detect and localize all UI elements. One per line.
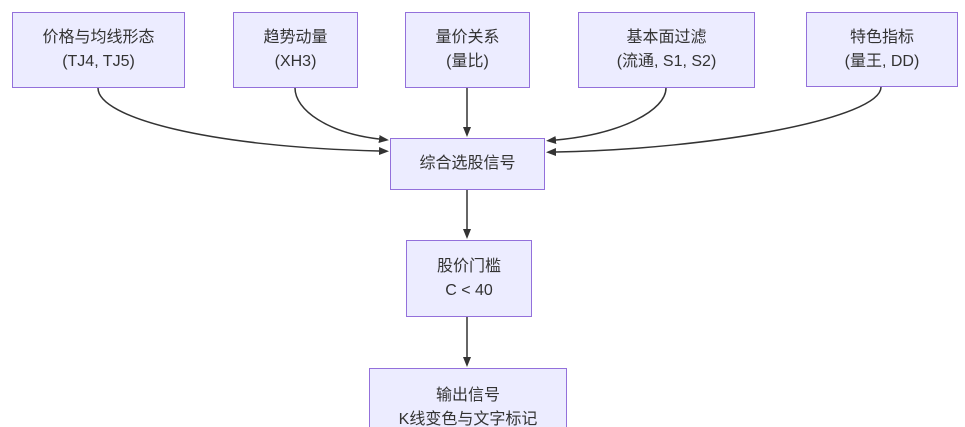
node-volume-price: 量价关系 (量比): [405, 12, 530, 88]
node-trend-momentum: 趋势动量 (XH3): [233, 12, 358, 88]
edge-special-indicator-to-combined: [546, 86, 882, 156]
edge-price-ma-to-combined: [97, 87, 389, 155]
node-label-line: 股价门槛: [436, 257, 501, 275]
node-combined-signal: 综合选股信号: [390, 138, 545, 190]
node-label-line: 综合选股信号: [419, 155, 516, 172]
node-label-line: 量价关系: [435, 29, 500, 46]
node-label-line: (量比): [446, 53, 489, 70]
edge-fundamental-to-combined: [546, 87, 667, 144]
node-special-indicator: 特色指标 (量王, DD): [806, 12, 958, 87]
node-fundamental-filter: 基本面过滤 (流通, S1, S2): [578, 12, 755, 88]
node-label-line: (流通, S1, S2): [616, 53, 717, 70]
node-price-ma-pattern: 价格与均线形态 (TJ4, TJ5): [12, 12, 185, 88]
node-price-threshold: 股价门槛 C < 40: [406, 240, 532, 317]
node-label-line: 价格与均线形态: [42, 29, 155, 46]
edge-trend-momentum-to-combined: [294, 87, 389, 143]
node-label-line: 基本面过滤: [626, 29, 707, 46]
node-output-signal: 输出信号 K线变色与文字标记: [369, 368, 567, 427]
node-label-line: 输出信号: [435, 387, 500, 404]
node-label-line: K线变色与文字标记: [398, 411, 538, 427]
node-label-line: 特色指标: [849, 28, 914, 46]
node-label-line: (量王, DD): [844, 52, 920, 70]
node-label-line: C < 40: [445, 281, 493, 299]
node-label-line: 趋势动量: [263, 29, 328, 46]
node-label-line: (XH3): [274, 53, 317, 70]
node-label-line: (TJ4, TJ5): [62, 53, 135, 70]
